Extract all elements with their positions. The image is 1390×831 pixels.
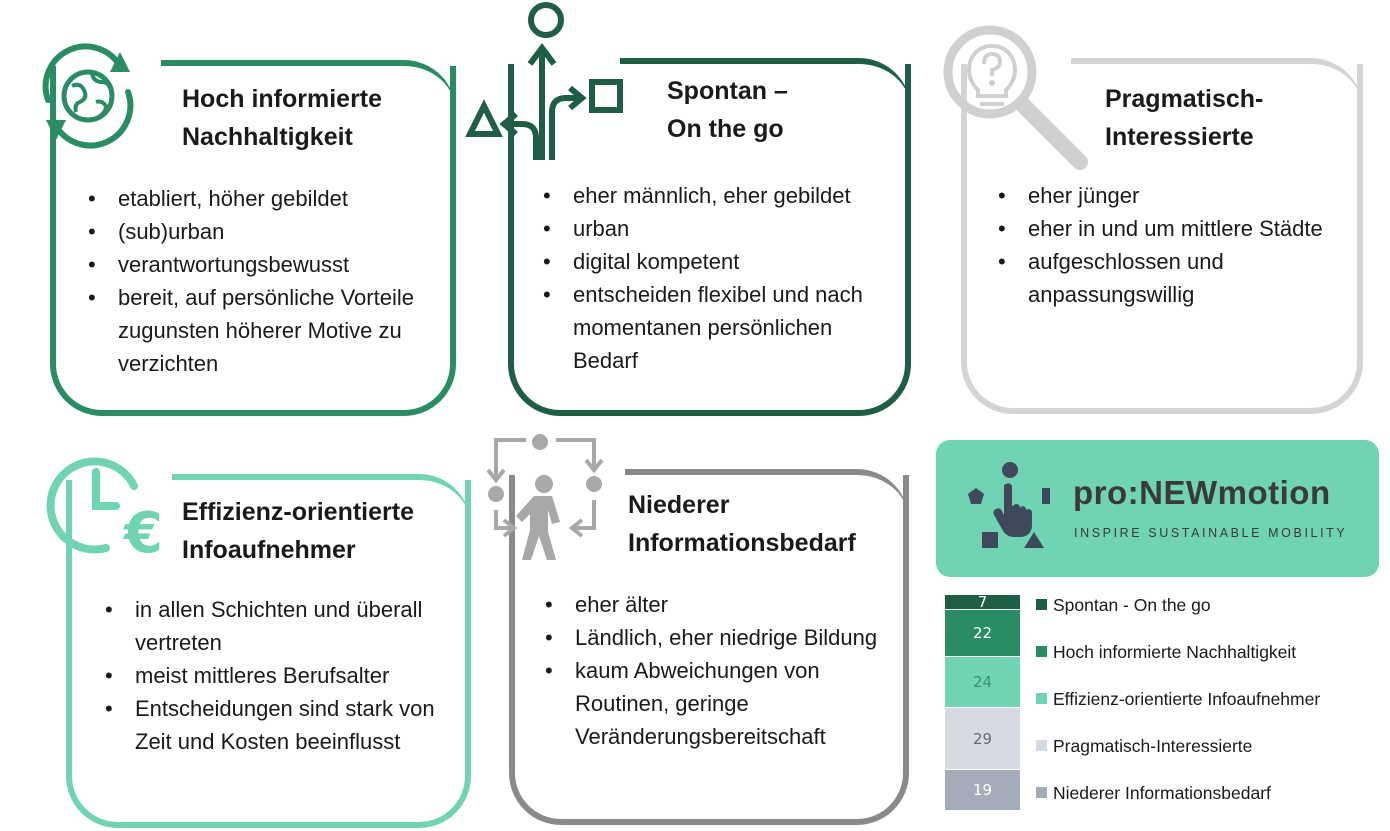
direction-arrows-icon [464,2,628,162]
card-1-bullets: etabliert, höher gebildet (sub)urban ver… [86,182,426,380]
bar-segment: 19 [945,770,1020,810]
person-routine-icon [482,428,612,564]
legend-label: Niederer Informationsbedarf [1053,783,1271,803]
svg-text:€: € [122,501,163,562]
list-item: urban [541,212,896,245]
legend-label: Pragmatisch-Interessierte [1053,736,1253,756]
list-item: entscheiden flexibel und nach momentanen… [541,278,896,377]
list-item: eher älter [543,588,893,621]
legend-label: Spontan - On the go [1053,595,1211,615]
list-item: Entscheidungen sind stark von Zeit und K… [103,692,443,758]
list-item: etabliert, höher gebildet [86,182,426,215]
legend-swatch [1036,693,1047,704]
bar-segment: 24 [945,657,1020,708]
bar-segment: 7 [945,593,1020,611]
list-item: (sub)urban [86,215,426,248]
legend-item: Spontan - On the go [1036,595,1211,615]
card-3-title: Pragmatisch-Interessierte [1105,85,1264,151]
legend-label: Effizienz-orientierte Infoaufnehmer [1053,689,1321,709]
legend-swatch [1036,787,1047,798]
list-item: kaum Abweichungen von Routinen, geringe … [543,654,893,753]
list-item: digital kompetent [541,245,896,278]
list-item: eher männlich, eher gebildet [541,179,896,212]
list-item: meist mittleres Berufsalter [103,659,443,692]
list-item: eher jünger [996,179,1326,212]
list-item: aufgeschlossen und anpassungswillig [996,245,1326,311]
card-2-bullets: eher männlich, eher gebildet urban digit… [541,179,896,377]
legend-item: Effizienz-orientierte Infoaufnehmer [1036,689,1320,709]
list-item: in allen Schichten und überall vertreten [103,593,443,659]
list-item: eher in und um mittlere Städte [996,212,1326,245]
card-2-title: Spontan –On the go [667,77,788,143]
legend-item: Hoch informierte Nachhaltigkeit [1036,642,1296,662]
card-3-bullets: eher jünger eher in und um mittlere Städ… [996,179,1326,311]
card-4-bullets: in allen Schichten und überall vertreten… [103,593,443,758]
legend-swatch [1036,646,1047,657]
legend-item: Pragmatisch-Interessierte [1036,736,1252,756]
bar-segment: 22 [945,609,1020,657]
legend-item: Niederer Informationsbedarf [1036,783,1271,803]
bar-segment: 29 [945,708,1020,770]
legend-swatch [1036,599,1047,610]
logo-name: pro:NEWmotion [1073,474,1331,511]
card-5-bullets: eher älter Ländlich, eher niedrige Bildu… [543,588,893,753]
clock-euro-icon: € [44,452,174,566]
shapes-hand-icon [962,458,1062,558]
magnifier-lightbulb-icon [938,20,1094,176]
logo-tagline: INSPIRE SUSTAINABLE MOBILITY [1074,526,1348,540]
list-item: verantwortungsbewusst [86,248,426,281]
list-item: Ländlich, eher niedrige Bildung [543,621,893,654]
legend-label: Hoch informierte Nachhaltigkeit [1053,642,1297,662]
list-item: bereit, auf persönliche Vorteile zugunst… [86,281,426,380]
globe-recycle-icon [30,38,146,154]
legend-swatch [1036,740,1047,751]
